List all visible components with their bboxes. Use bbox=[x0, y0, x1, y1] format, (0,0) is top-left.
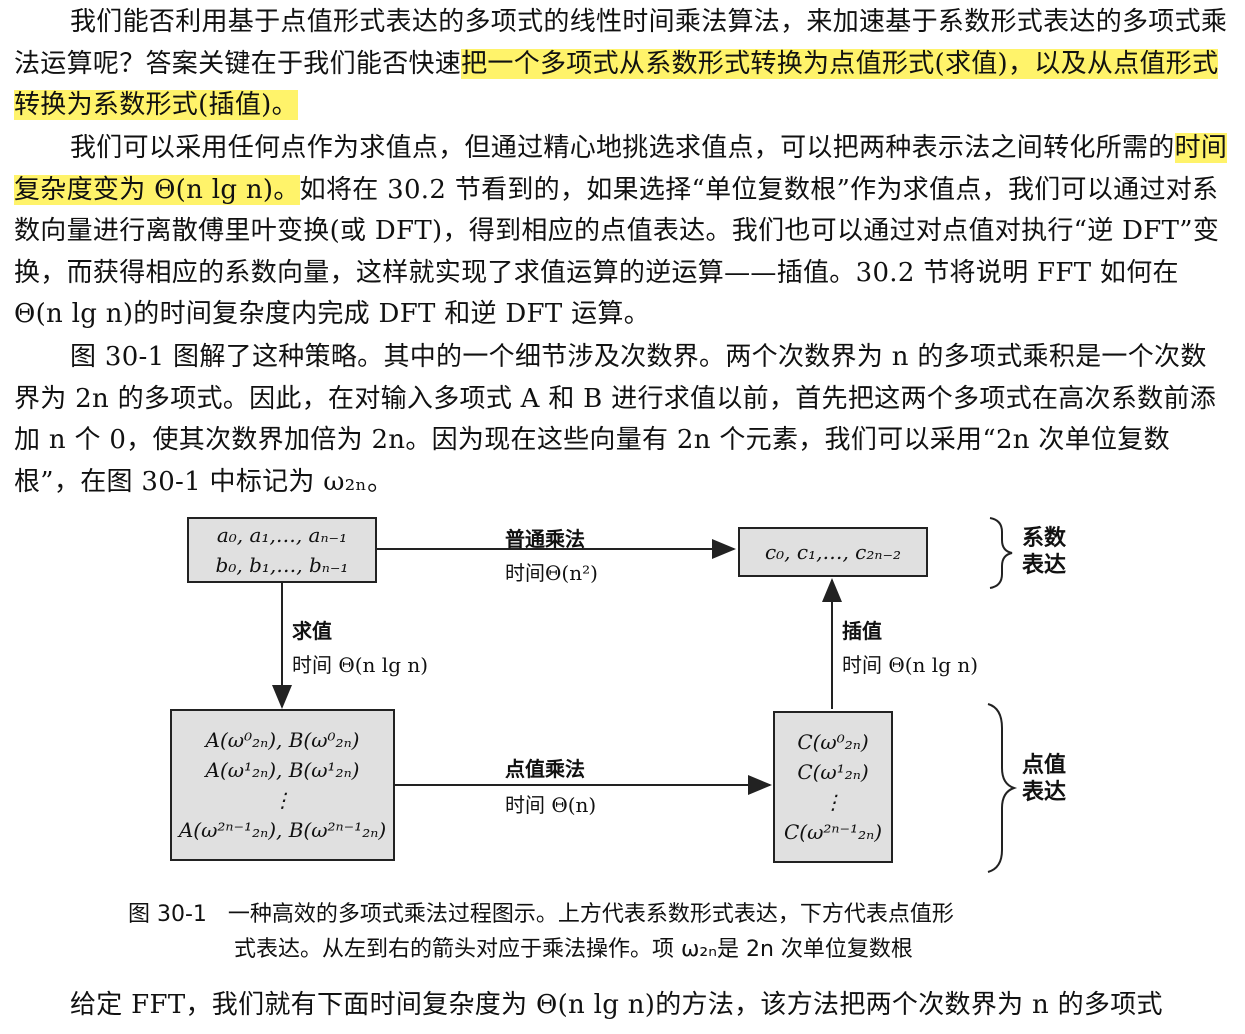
figure-caption: 图 30-1 一种高效的多项式乘法过程图示。上方代表系数形式表达，下方代表点值形… bbox=[128, 897, 1118, 967]
box-coefficients-input: a₀, a₁,…, aₙ₋₁ b₀, b₁,…, bₙ₋₁ bbox=[187, 517, 377, 583]
caption-line-2: 式表达。从左到右的箭头对应于乘法操作。项 ω₂ₙ是 2n 次单位复数根 bbox=[234, 937, 913, 962]
box-br-line-2: C(ω¹₂ₙ) bbox=[797, 760, 869, 784]
label-pointwise-multiply-time: 时间 Θ(n) bbox=[505, 793, 597, 817]
label-pv-line2: 表达 bbox=[1022, 779, 1067, 805]
paragraph-4: 给定 FFT，我们就有下面时间复杂度为 Θ(n lg n)的方法，该方法把两个次… bbox=[70, 990, 1163, 1020]
box-bl-line-3: A(ω²ⁿ⁻¹₂ₙ), B(ω²ⁿ⁻¹₂ₙ) bbox=[178, 818, 387, 842]
label-ordinary-multiply-time: 时间Θ(n²) bbox=[505, 561, 598, 585]
paragraph-1: 我们能否利用基于点值形式表达的多项式的线性时间乘法算法，来加速基于系数形式表达的… bbox=[14, 2, 1232, 127]
box-bl-line-1: A(ω⁰₂ₙ), B(ω⁰₂ₙ) bbox=[205, 728, 360, 752]
box-br-line-1: C(ω⁰₂ₙ) bbox=[797, 730, 869, 754]
caption-number: 图 30-1 bbox=[128, 902, 207, 927]
label-ordinary-multiply: 普通乘法 bbox=[505, 527, 585, 551]
label-evaluate-time: 时间 Θ(n lg n) bbox=[292, 653, 429, 677]
paragraph-2: 我们可以采用任何点作为求值点，但通过精心地挑选求值点，可以把两种表示法之间转化所… bbox=[14, 128, 1232, 336]
box-pointvalues-output: C(ω⁰₂ₙ) C(ω¹₂ₙ) ⋮ C(ω²ⁿ⁻¹₂ₙ) bbox=[773, 711, 893, 863]
paragraph-3: 图 30-1 图解了这种策略。其中的一个细节涉及次数界。两个次数界为 n 的多项… bbox=[14, 342, 1217, 497]
box-br-dots: ⋮ bbox=[823, 790, 843, 814]
brace-bottom bbox=[987, 703, 1018, 873]
box-tr-text: c₀, c₁,…, c₂ₙ₋₂ bbox=[764, 540, 902, 564]
p1-text: 我们能否利用基于点值形式表达的多项式的线性时间乘法算法，来加速基于系数形式表达的… bbox=[14, 7, 1228, 79]
box-br-line-3: C(ω²ⁿ⁻¹₂ₙ) bbox=[783, 820, 883, 844]
label-coef-line2: 表达 bbox=[1022, 552, 1067, 578]
label-pv-line1: 点值 bbox=[1022, 752, 1067, 778]
label-coef-line1: 系数 bbox=[1022, 525, 1067, 551]
label-interpolate: 插值 bbox=[842, 619, 882, 643]
p2-text-b: 如将在 30.2 节看到的，如果选择“单位复数根”作为求值点，我们可以通过对系数… bbox=[14, 174, 1220, 330]
box-pointvalues-input: A(ω⁰₂ₙ), B(ω⁰₂ₙ) A(ω¹₂ₙ), B(ω¹₂ₙ) ⋮ A(ω²… bbox=[170, 709, 395, 861]
box-coefficients-output: c₀, c₁,…, c₂ₙ₋₂ bbox=[738, 527, 928, 577]
label-coefficient-form: 系数 表达 bbox=[1022, 525, 1066, 579]
box-tl-line-b: b₀, b₁,…, bₙ₋₁ bbox=[215, 553, 349, 577]
box-bl-dots: ⋮ bbox=[272, 788, 293, 812]
caption-line-1: 一种高效的多项式乘法过程图示。上方代表系数形式表达，下方代表点值形 bbox=[227, 902, 954, 927]
label-evaluate: 求值 bbox=[292, 619, 332, 643]
label-pointvalue-form: 点值 表达 bbox=[1022, 752, 1066, 806]
box-tl-line-a: a₀, a₁,…, aₙ₋₁ bbox=[216, 523, 348, 547]
brace-top bbox=[989, 517, 1013, 589]
box-bl-line-2: A(ω¹₂ₙ), B(ω¹₂ₙ) bbox=[205, 758, 360, 782]
label-interpolate-time: 时间 Θ(n lg n) bbox=[842, 653, 979, 677]
p2-text-a: 我们可以采用任何点作为求值点，但通过精心地挑选求值点，可以把两种表示法之间转化所… bbox=[70, 133, 1175, 163]
label-pointwise-multiply: 点值乘法 bbox=[505, 757, 585, 781]
